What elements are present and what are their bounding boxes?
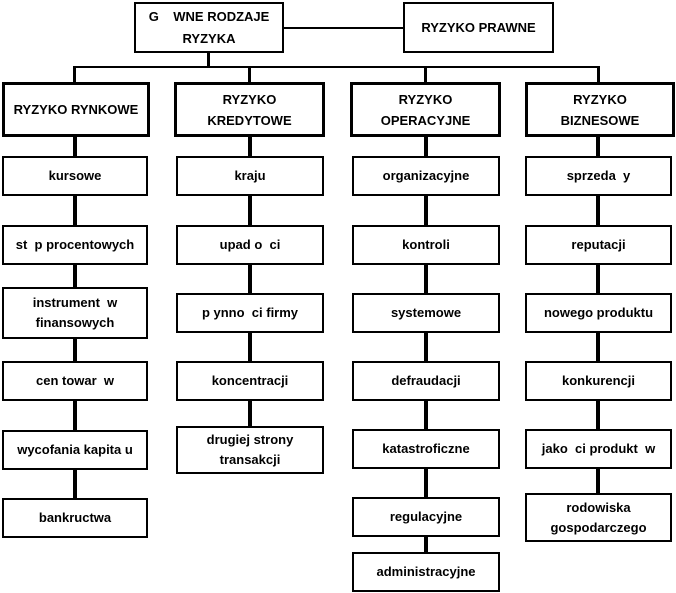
connector bbox=[596, 265, 600, 293]
connector-stub-col4 bbox=[597, 66, 600, 82]
risk-item: organizacyjne bbox=[352, 156, 500, 196]
risk-item: kursowe bbox=[2, 156, 148, 196]
connector bbox=[248, 137, 252, 156]
risk-item: kontroli bbox=[352, 225, 500, 265]
connector bbox=[73, 265, 77, 287]
main-risk-types-box: G WNE RODZAJE RYZYKA bbox=[134, 2, 284, 53]
risk-item: nowego produktu bbox=[525, 293, 672, 333]
connector bbox=[424, 196, 428, 225]
connector bbox=[424, 333, 428, 361]
risk-item: upad o ci bbox=[176, 225, 324, 265]
risk-item: drugiej strony transakcji bbox=[176, 426, 324, 474]
risk-item: cen towar w bbox=[2, 361, 148, 401]
business-risk-header: RYZYKO BIZNESOWE bbox=[525, 82, 675, 137]
connector bbox=[73, 470, 77, 498]
connector bbox=[596, 469, 600, 493]
risk-item: jako ci produkt w bbox=[525, 429, 672, 469]
risk-item: p ynno ci firmy bbox=[176, 293, 324, 333]
connector-stub-col2 bbox=[248, 66, 251, 82]
risk-item: sprzeda y bbox=[525, 156, 672, 196]
connector bbox=[596, 137, 600, 156]
connector bbox=[424, 537, 428, 552]
risk-item: konkurencji bbox=[525, 361, 672, 401]
risk-item: rodowiska gospodarczego bbox=[525, 493, 672, 542]
connector-root-drop bbox=[207, 53, 210, 67]
risk-item: wycofania kapita u bbox=[2, 430, 148, 470]
connector bbox=[424, 401, 428, 429]
connector bbox=[73, 339, 77, 361]
connector bbox=[248, 401, 252, 426]
connector bbox=[248, 196, 252, 225]
connector bbox=[73, 196, 77, 225]
connector-root-to-legal bbox=[284, 27, 403, 29]
connector bbox=[424, 265, 428, 293]
risk-item: reputacji bbox=[525, 225, 672, 265]
risk-item: regulacyjne bbox=[352, 497, 500, 537]
risk-item: defraudacji bbox=[352, 361, 500, 401]
connector bbox=[248, 265, 252, 293]
connector bbox=[596, 333, 600, 361]
market-risk-header: RYZYKO RYNKOWE bbox=[2, 82, 150, 137]
risk-item: kraju bbox=[176, 156, 324, 196]
legal-risk-box: RYZYKO PRAWNE bbox=[403, 2, 554, 53]
connector bbox=[424, 137, 428, 156]
risk-item: koncentracji bbox=[176, 361, 324, 401]
operational-risk-header: RYZYKO OPERACYJNE bbox=[350, 82, 501, 137]
connector bbox=[596, 196, 600, 225]
connector bbox=[248, 333, 252, 361]
connector bbox=[596, 401, 600, 429]
risk-item: bankructwa bbox=[2, 498, 148, 538]
connector-stub-col1 bbox=[73, 66, 76, 82]
connector-distribution bbox=[74, 66, 600, 68]
risk-item: instrument w finansowych bbox=[2, 287, 148, 339]
connector bbox=[424, 469, 428, 497]
risk-item: administracyjne bbox=[352, 552, 500, 592]
connector-stub-col3 bbox=[424, 66, 427, 82]
connector bbox=[73, 137, 77, 156]
risk-item: st p procentowych bbox=[2, 225, 148, 265]
connector bbox=[73, 401, 77, 430]
credit-risk-header: RYZYKO KREDYTOWE bbox=[174, 82, 325, 137]
risk-item: katastroficzne bbox=[352, 429, 500, 469]
risk-item: systemowe bbox=[352, 293, 500, 333]
